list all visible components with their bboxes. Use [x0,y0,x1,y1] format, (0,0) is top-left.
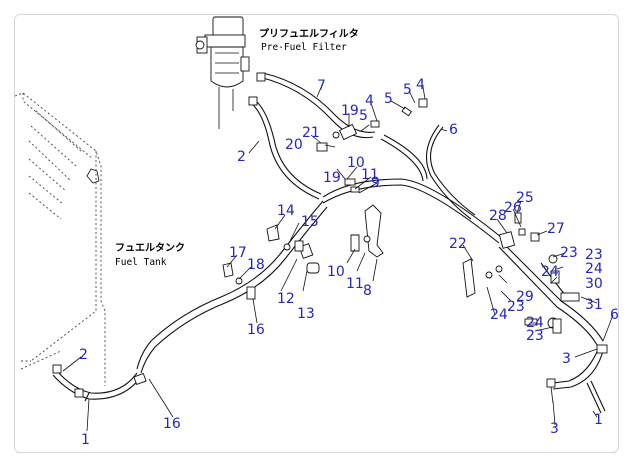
callout-27: 27 [547,221,565,237]
callout-1-left: 1 [81,432,90,448]
callout-4-left: 4 [365,93,374,109]
callout-13: 13 [297,306,315,322]
callout-11-upper: 11 [361,167,379,183]
prefilter-label-en: Pre-Fuel Filter [261,42,347,53]
callout-6-right: 6 [610,307,618,323]
callout-14: 14 [277,203,295,219]
callout-5-a: 5 [359,108,368,124]
callout-24-c: 24 [490,307,508,323]
callout-10-upper: 10 [347,155,365,171]
leader-lines [62,82,614,432]
callout-8: 8 [363,283,372,299]
callout-31: 31 [585,297,603,313]
callout-24-a: 24 [541,264,559,280]
callout-24-d: 24 [526,315,544,331]
callout-15: 15 [301,214,319,230]
callout-10-lower: 10 [327,264,345,280]
callout-23-d: 23 [526,328,544,344]
callout-16-upper: 16 [247,322,265,338]
fuel-tank [15,92,106,386]
tank-label-en: Fuel Tank [115,257,167,268]
prefilter-label-jp: プリフュエルフィルタ [259,27,359,40]
callout-17: 17 [229,245,247,261]
callout-2-upper: 2 [237,149,246,165]
callout-12: 12 [277,291,295,307]
callout-20: 20 [285,137,303,153]
callout-24-b: 24 [585,261,603,277]
callout-5-c: 5 [403,82,412,98]
callout-30: 30 [585,276,603,292]
pre-fuel-filter [195,16,250,129]
callout-4-right: 4 [416,77,425,93]
callout-18: 18 [247,257,265,273]
callouts: 1 1 2 2 3 3 4 5 5 4 5 6 6 7 8 9 10 10 11… [79,77,618,448]
callout-19-lower: 19 [323,170,341,186]
callout-29: 29 [516,289,534,305]
callout-28: 28 [489,208,507,224]
callout-3-lower: 3 [550,421,559,437]
callout-26: 26 [504,200,522,216]
callout-11-lower: 11 [346,276,364,292]
callout-3-upper: 3 [562,351,571,367]
callout-9: 9 [371,175,380,191]
callout-21: 21 [302,125,320,141]
callout-23-b: 23 [585,247,603,263]
callout-1-right: 1 [594,412,603,428]
callout-16-lower: 16 [163,416,181,432]
diagram-frame: プリフュエルフィルタ Pre-Fuel Filter フュエルタンク Fuel … [14,14,619,453]
callout-23-c: 23 [507,299,525,315]
callout-22: 22 [449,236,467,252]
callout-5-b: 5 [384,91,393,107]
tank-label-jp: フュエルタンク [115,242,185,254]
callout-2-lower: 2 [79,347,88,363]
callout-6-upper: 6 [449,122,458,138]
callout-25: 25 [516,190,534,206]
callout-7: 7 [317,78,326,94]
callout-23-a: 23 [560,245,578,261]
callout-19-upper: 19 [341,103,359,119]
hardware [52,72,608,404]
fuel-piping-diagram: プリフュエルフィルタ Pre-Fuel Filter フュエルタンク Fuel … [15,16,618,448]
fuel-lines [52,72,606,414]
